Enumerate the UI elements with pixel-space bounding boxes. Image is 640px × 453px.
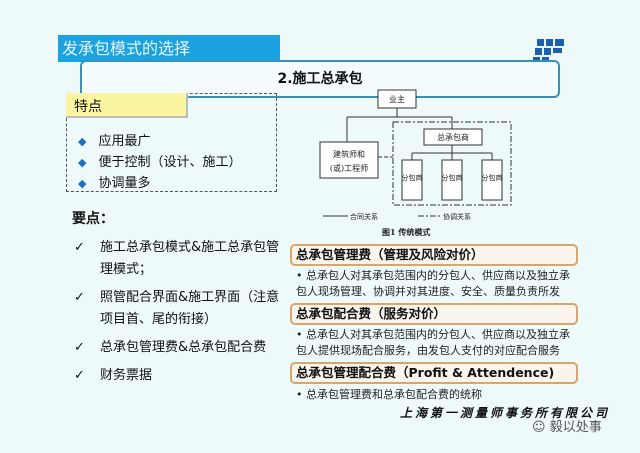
fee-desc: • 总承包管理费和总承包配合费的统称 [296,388,482,401]
fee-title-box: 总承包配合费（服务对价） [290,303,578,325]
fee-desc: • 总承包人对其承包范围内的分包人、供应商以及独立承包人提供现场配合服务，由发包… [296,328,570,357]
watermark: ☺ 毅以处事 [532,416,602,435]
diamond-bullet-icon: ◆ [78,156,87,169]
check-icon: ✓ [74,290,85,305]
key-point: ✓ 照管配合界面&施工界面（注意项目首、尾的衔接） [74,287,280,331]
feature-item: ◆ 便于控制（设计、施工） [78,151,241,170]
legend-contract: 合同关系 [350,212,378,221]
node-owner: 业主 [389,94,405,104]
key-point-text: 财务票据 [100,368,153,383]
fee-desc: • 总承包人对其承包范围内的分包人、供应商以及独立承包人现场管理、协调并对其进度… [296,269,570,298]
key-point: ✓ 财务票据 [74,365,280,387]
node-sub: 分包商 [402,173,423,182]
diamond-bullet-icon: ◆ [78,177,87,190]
org-diagram: 业主 总承包商 建筑师和 (或)工程师 分包商 分包商 分包商 合同关系 协调关… [319,89,512,237]
legend-coord: 协调关系 [443,212,471,221]
wechat-icon: ☺ [532,420,550,435]
key-point-text: 施工总承包模式&施工总承包管理模式； [100,240,280,277]
node-architect-1: 建筑师和 [333,149,365,159]
node-sub: 分包商 [482,173,503,182]
check-icon: ✓ [74,368,85,383]
feature-text: 便于控制（设计、施工） [98,155,242,170]
key-point: ✓ 施工总承包模式&施工总承包管理模式； [74,237,280,281]
slide-title: 发承包模式的选择 [58,35,280,62]
feature-text: 协调量多 [98,176,151,191]
fee-title-box: 总承包管理配合费（Profit & Attendence) [290,362,578,384]
feature-text: 应用最广 [98,134,151,149]
diamond-bullet-icon: ◆ [78,135,87,148]
fee-title-box: 总承包管理费（管理及风险对价） [290,244,578,266]
node-gc: 总承包商 [437,132,469,142]
node-sub: 分包商 [442,173,463,182]
key-point-text: 总承包管理费&总承包配合费 [100,340,267,355]
section-heading: 2.施工总承包 [80,60,560,98]
key-point: ✓ 总承包管理费&总承包配合费 [74,337,280,359]
check-icon: ✓ [74,340,85,355]
node-architect-2: (或)工程师 [330,163,368,173]
check-icon: ✓ [74,240,85,255]
company-signature: 上海第一测量师事务所有限公司 [400,406,611,420]
feature-item: ◆ 应用最广 [78,130,150,149]
watermark-text: 毅以处事 [549,420,602,435]
diagram-caption: 图1 传统模式 [382,227,430,237]
key-points-label: 要点： [72,211,114,227]
features-label: 特点 [66,93,188,118]
feature-item: ◆ 协调量多 [78,172,150,191]
key-point-text: 照管配合界面&施工界面（注意项目首、尾的衔接） [100,290,280,327]
